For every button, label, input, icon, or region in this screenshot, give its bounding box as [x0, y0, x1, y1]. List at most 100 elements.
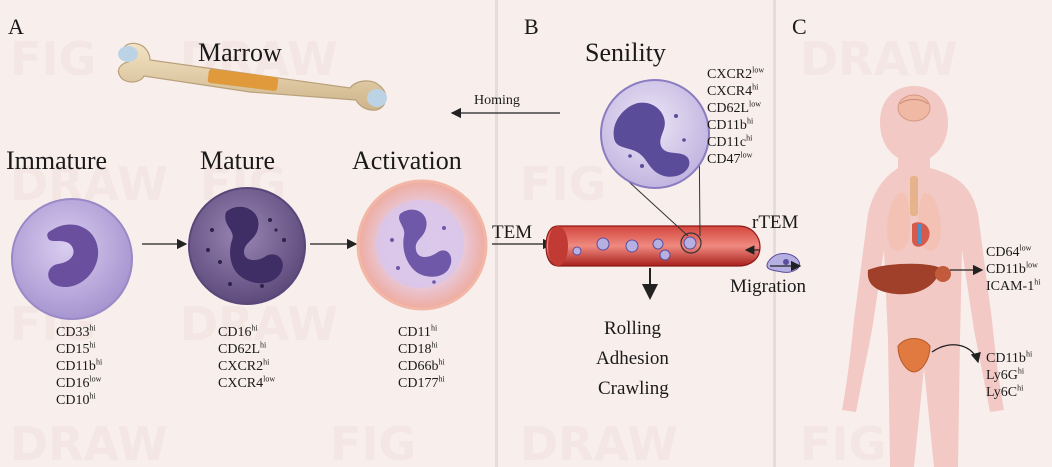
- marker: CD62Lhi: [218, 341, 275, 358]
- marker: ICAM-1hi: [986, 278, 1040, 295]
- marker-name: CD10: [56, 393, 90, 408]
- marker: CXCR2low: [707, 66, 764, 83]
- marker-name: CXCR2: [707, 67, 753, 82]
- marker-level: hi: [431, 340, 438, 350]
- marker: CD62Llow: [707, 100, 764, 117]
- marker-level: low: [749, 99, 761, 109]
- marker: CD18hi: [398, 341, 445, 358]
- marker-name: CD177: [398, 376, 439, 391]
- marker-name: CXCR4: [707, 84, 753, 99]
- marker-level: hi: [89, 323, 96, 333]
- marker: CD11chi: [707, 134, 764, 151]
- marker-level: hi: [1025, 349, 1033, 359]
- marker: CD11blow: [986, 261, 1040, 278]
- marker-name: ICAM-1: [986, 279, 1035, 294]
- marker-level: hi: [1017, 383, 1024, 393]
- stage-title-immature: Immature: [6, 146, 108, 175]
- marker-level: hi: [752, 82, 759, 92]
- marker: CXCR2hi: [218, 358, 275, 375]
- marker-level: hi: [260, 340, 267, 350]
- activation-cell: [356, 179, 488, 311]
- stage-title-activation: Activation: [352, 146, 462, 175]
- marker: CD66bhi: [398, 358, 445, 375]
- marker-name: CD66b: [398, 359, 439, 374]
- svg-text:DRAW: DRAW: [800, 32, 958, 86]
- human-body: [842, 86, 1004, 467]
- immature-cell: [11, 198, 133, 320]
- marker: CD33hi: [56, 324, 102, 341]
- stage-title-mature: Mature: [200, 146, 276, 175]
- marker-level: hi: [1017, 366, 1025, 376]
- marker-name: CD11b: [986, 351, 1026, 366]
- marker-level: hi: [263, 357, 270, 367]
- marker: CXCR4hi: [707, 83, 764, 100]
- marker-level: hi: [746, 133, 753, 143]
- panel-divider: [773, 0, 776, 467]
- marker-name: CD33: [56, 325, 90, 340]
- svg-text:DRAW: DRAW: [180, 297, 338, 351]
- svg-text:FIG: FIG: [800, 417, 886, 467]
- panel-divider: [495, 0, 498, 467]
- marker: CD16hi: [218, 324, 275, 341]
- marker-level: hi: [95, 357, 103, 367]
- marrow-label: Marrow: [198, 38, 282, 67]
- marker-name: CD16: [56, 376, 90, 391]
- panel-label-b: B: [524, 14, 539, 39]
- bone-illustration: [117, 42, 387, 111]
- marker: CD10hi: [56, 392, 102, 409]
- step-adhesion: Adhesion: [596, 348, 669, 369]
- marker-level: hi: [251, 323, 258, 333]
- svg-text:DRAW: DRAW: [520, 417, 678, 467]
- marker-name: CD62L: [218, 342, 260, 357]
- marker-name: CD11c: [707, 135, 747, 150]
- marker-name: Ly6G: [986, 368, 1018, 383]
- marker-level: hi: [430, 323, 438, 333]
- bladder-arrow: [931, 344, 981, 364]
- marker-name: CD64: [986, 245, 1020, 260]
- migration-label: Migration: [730, 276, 806, 297]
- marker: CD47low: [707, 151, 764, 168]
- marker-name: CD11b: [707, 118, 747, 133]
- marker: CD16low: [56, 375, 102, 392]
- marker: CD11bhi: [986, 350, 1032, 367]
- marker-name: CD11b: [56, 359, 96, 374]
- panel-label-a: A: [8, 14, 24, 39]
- marker-name: CXCR2: [218, 359, 264, 374]
- marker: CD177hi: [398, 375, 445, 392]
- marker-level: hi: [438, 357, 445, 367]
- marker-name: CD62L: [707, 101, 749, 116]
- marker: CD11bhi: [707, 117, 764, 134]
- migrating-cell: [766, 253, 800, 273]
- marker-name: Ly6C: [986, 385, 1018, 400]
- step-rolling: Rolling: [604, 318, 662, 339]
- marker-level: low: [1025, 260, 1038, 270]
- marker-name: CXCR4: [218, 376, 264, 391]
- marker: Ly6Ghi: [986, 367, 1032, 384]
- marker-level: hi: [438, 374, 445, 384]
- marker-level: low: [740, 150, 753, 160]
- tem-label: TEM: [492, 222, 533, 243]
- marker-level: hi: [746, 116, 754, 126]
- panel-label-c: C: [792, 14, 807, 39]
- svg-text:FIG: FIG: [10, 32, 96, 86]
- marker: CXCR4low: [218, 375, 275, 392]
- marker-level: low: [752, 65, 765, 75]
- marker-level: low: [263, 374, 276, 384]
- marker-level: hi: [89, 391, 96, 401]
- marker-level: low: [89, 374, 102, 384]
- marker-name: CD18: [398, 342, 432, 357]
- marker: CD15hi: [56, 341, 102, 358]
- marker-level: hi: [89, 340, 96, 350]
- senility-label: Senility: [585, 38, 666, 67]
- step-crawling: Crawling: [598, 378, 669, 399]
- mature-cell: [188, 187, 306, 305]
- marker-name: CD15: [56, 342, 90, 357]
